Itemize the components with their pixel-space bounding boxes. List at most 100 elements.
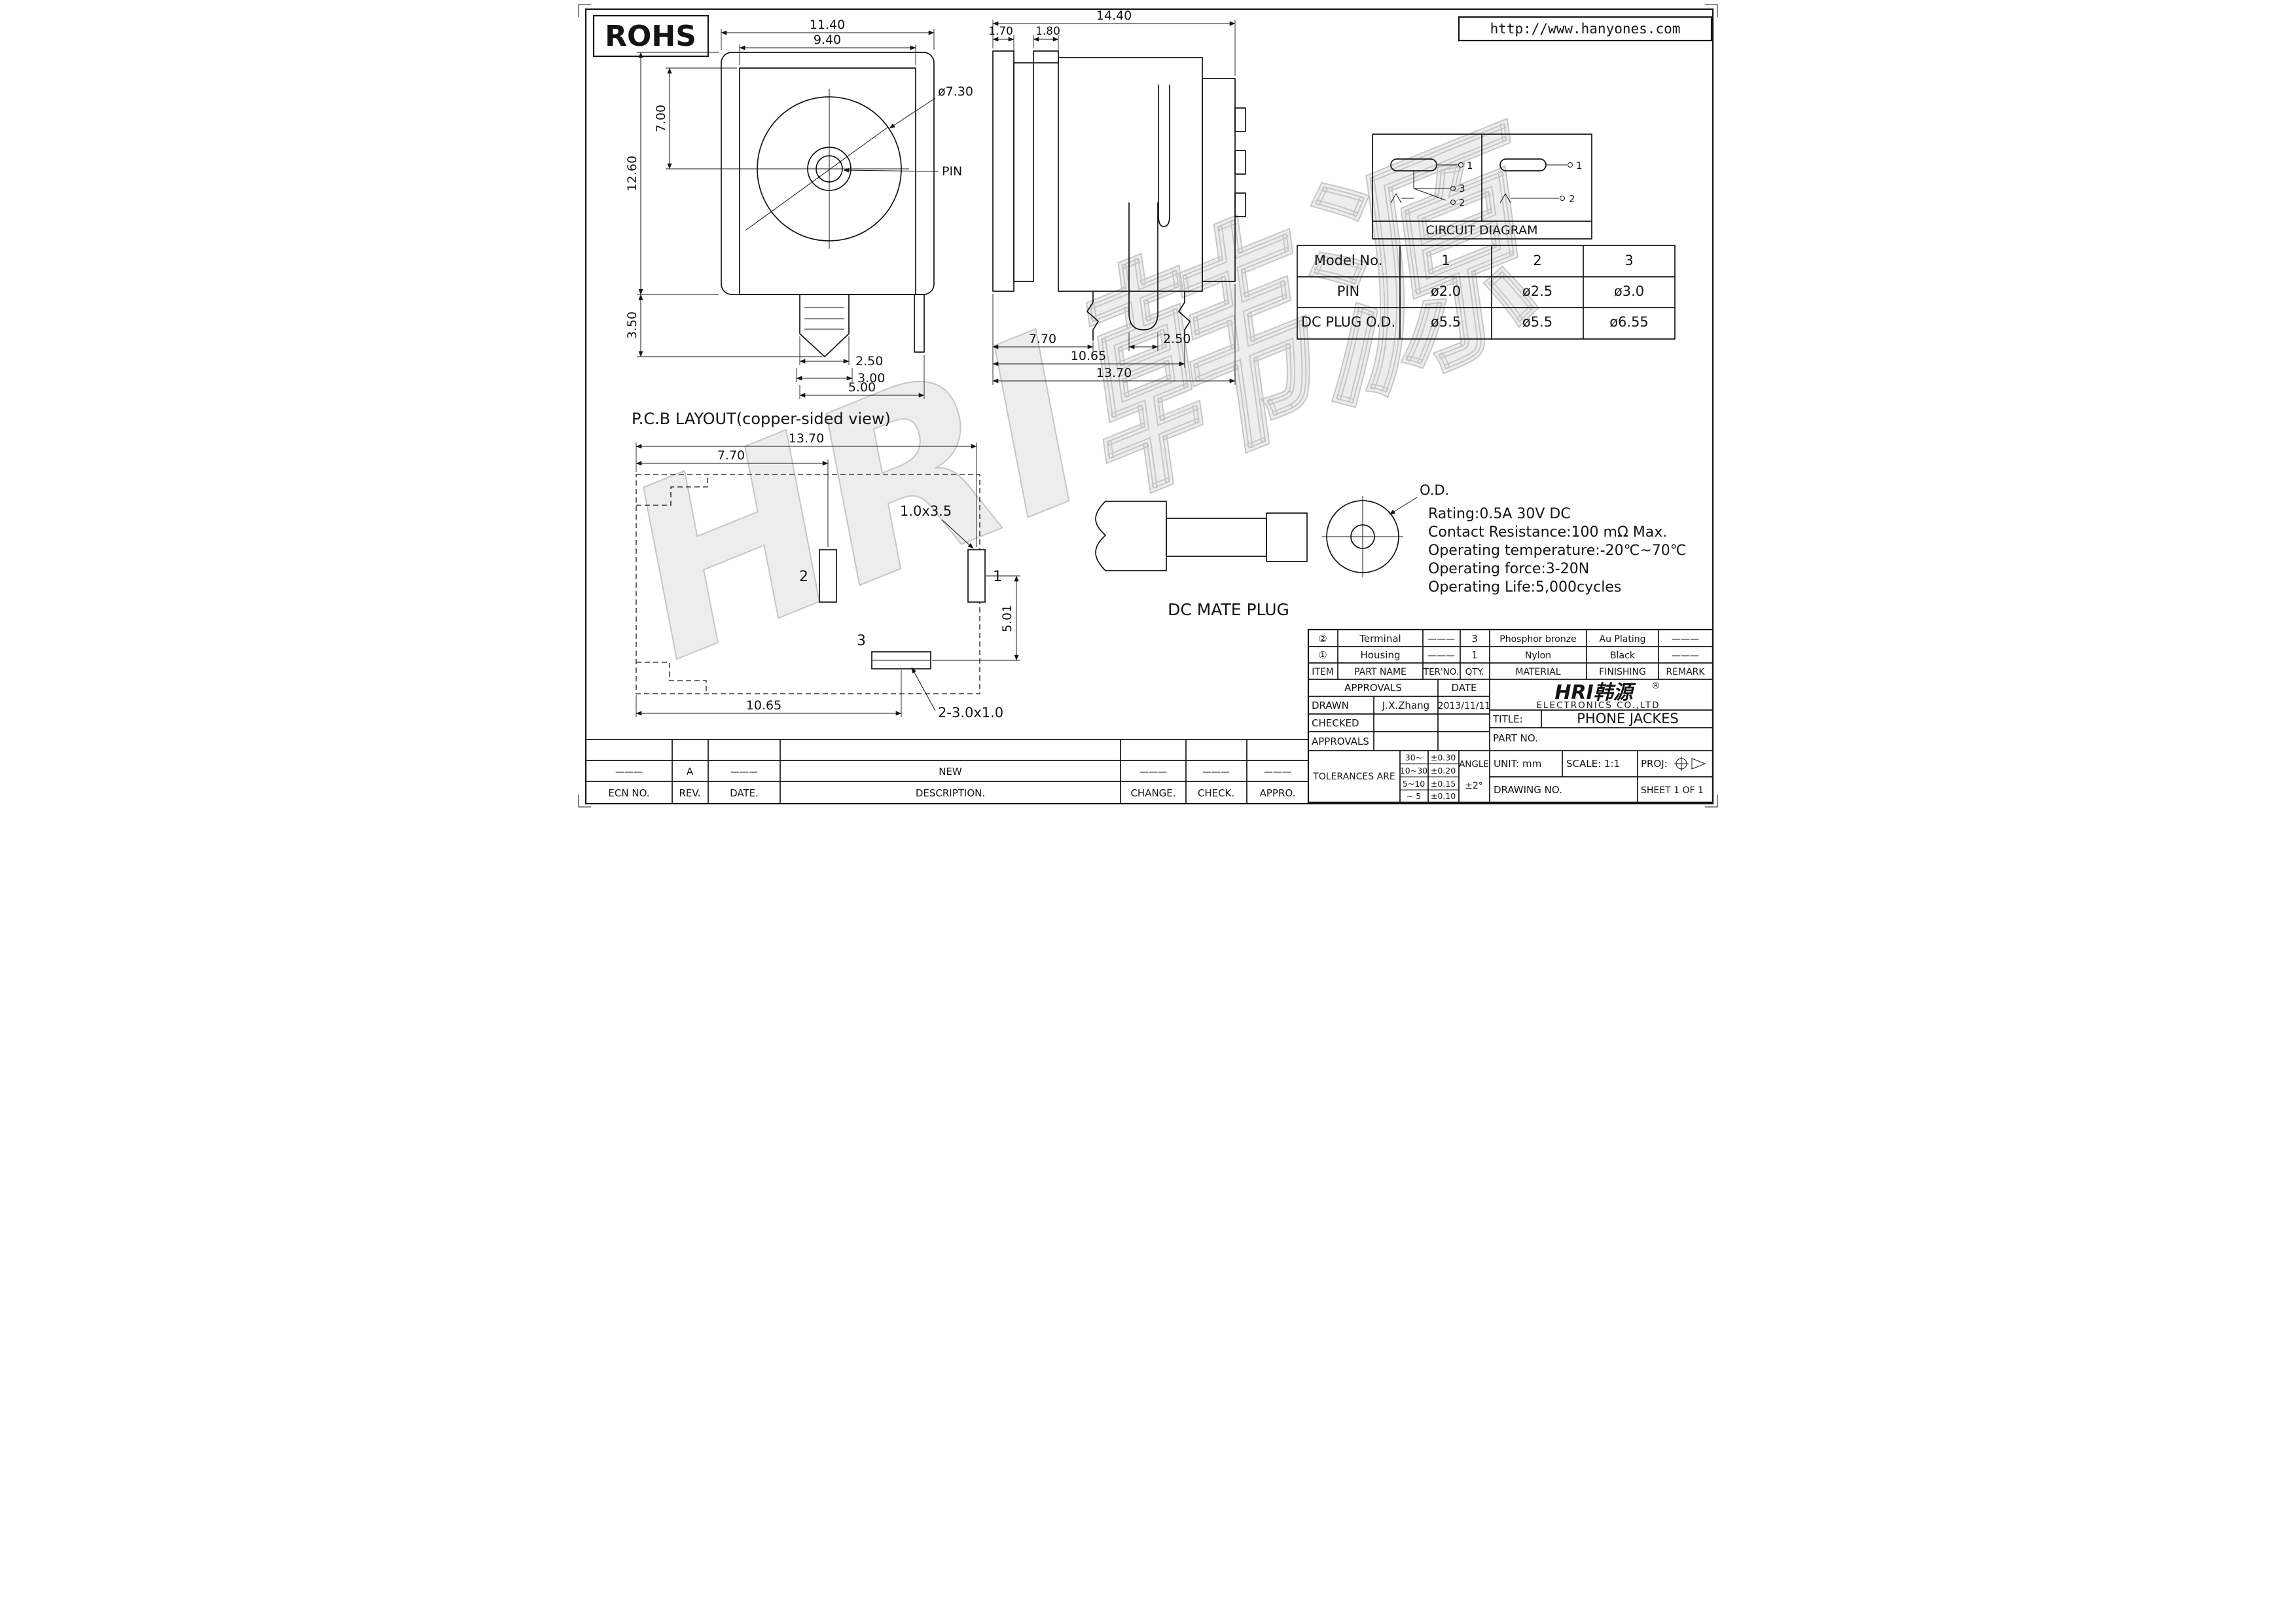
rev-date: ——— — [730, 767, 758, 777]
part-name: Terminal — [1359, 633, 1401, 645]
solder-leg-1 — [1086, 291, 1099, 341]
pin-callout: PIN — [942, 164, 962, 179]
pin-number: 2 — [1569, 193, 1575, 205]
part-item: ② — [1318, 633, 1327, 645]
rev-check: ——— — [1202, 767, 1230, 777]
spec-cell: ø2.5 — [1522, 283, 1552, 299]
spec-cell: 3 — [1624, 253, 1633, 268]
tol-value: ±0.15 — [1431, 779, 1456, 789]
rating-line: Operating temperature:-20℃~70℃ — [1428, 543, 1686, 559]
side-leg — [914, 294, 925, 353]
rating-line: Operating force:3-20N — [1428, 561, 1589, 577]
part-finishing: Black — [1610, 651, 1636, 661]
dim-pin-span: 5.00 — [848, 380, 876, 395]
dc-mate-plug: O.D. DC MATE PLUG — [1095, 482, 1449, 619]
part-terno: ——— — [1427, 634, 1455, 645]
drawn-date: 2013/11/11 — [1438, 701, 1491, 711]
spec-header-model: Model No. — [1314, 253, 1383, 268]
dim-leg2-pos: 10.65 — [1071, 349, 1106, 363]
circuit-diagram-title: CIRCUIT DIAGRAM — [1426, 223, 1538, 238]
part-remark: ——— — [1672, 634, 1699, 645]
part-item: ① — [1318, 649, 1327, 661]
rev-header-ecn: ECN NO. — [608, 787, 649, 799]
unit-label: UNIT: mm — [1494, 758, 1541, 770]
page-frame — [578, 4, 1718, 808]
circuit-diagram: CIRCUIT DIAGRAM 1 3 2 1 2 — [1372, 134, 1592, 240]
sheet-label: SHEET 1 OF 1 — [1641, 785, 1704, 796]
circuit-symbol-right: 1 2 — [1499, 158, 1583, 205]
spec-cell: ø5.5 — [1522, 314, 1552, 330]
dim-pcb-7-70: 7.70 — [717, 448, 745, 463]
spec-table: Model No. 1 2 3 PIN ø2.0 ø2.5 ø3.0 DC PL… — [1297, 245, 1676, 340]
dim-back-pos: 13.70 — [1096, 366, 1132, 380]
tol-range: 10~30 — [1400, 766, 1427, 776]
tol-value: ±0.10 — [1431, 791, 1456, 801]
pad-3-label: 3 — [857, 633, 866, 649]
pad-1-label: 1 — [993, 569, 1002, 585]
side-view: 14.40 1.70 1.80 7.70 2.50 10.65 13.70 — [988, 9, 1246, 385]
title-block: ② Terminal ——— 3 Phosphor bronze Au Plat… — [1307, 628, 1714, 804]
dim-width-outer: 11.40 — [810, 18, 845, 32]
dim-pad-pitch: 5.01 — [1000, 605, 1014, 632]
dim-body-length: 14.40 — [1096, 9, 1132, 23]
spring-contact — [1128, 202, 1158, 330]
dim-pin-base: 3.00 — [857, 371, 885, 385]
spec-header-pin: PIN — [1337, 283, 1360, 299]
spec-cell: ø2.0 — [1431, 283, 1461, 299]
company-logo: HRI韩源 — [1554, 681, 1636, 704]
scale-label: SCALE: 1:1 — [1566, 758, 1620, 770]
rating-line: Operating Life:5,000cycles — [1428, 579, 1621, 596]
rev-header-check: CHECK. — [1198, 787, 1234, 799]
rev-header-rev: REV. — [679, 787, 701, 799]
date-header: DATE — [1451, 682, 1477, 694]
col-header-partname: PART NAME — [1354, 667, 1407, 677]
circuit-symbol-left: 1 3 2 — [1390, 158, 1473, 209]
solder-leg-2 — [1178, 291, 1191, 341]
dim-pin-width: 2.50 — [855, 354, 883, 368]
rev-change: ——— — [1139, 767, 1167, 777]
rev-description: NEW — [939, 766, 962, 777]
drawing-title: PHONE JACKES — [1577, 711, 1679, 726]
pin-number: 1 — [1467, 160, 1473, 171]
title-label: TITLE: — [1492, 713, 1523, 725]
part-qty: 3 — [1471, 633, 1478, 645]
col-header-qty: QTY. — [1465, 667, 1484, 677]
rev-header-date: DATE. — [730, 787, 759, 799]
part-remark: ——— — [1672, 651, 1699, 661]
dim-pin-length: 3.50 — [625, 312, 639, 339]
tolerances-label: TOLERANCES ARE — [1312, 772, 1395, 782]
dim-flange: 1.70 — [988, 25, 1013, 38]
website-box: http://www.hanyones.com — [1458, 16, 1713, 42]
tol-range: 5~10 — [1403, 779, 1425, 789]
pad-1-size-note: 1.0x3.5 — [900, 503, 952, 519]
rohs-label: ROHS — [605, 20, 696, 53]
dim-spring-width: 2.50 — [1163, 332, 1191, 346]
knurl-grip — [1266, 512, 1308, 562]
rev-appro: ——— — [1264, 767, 1291, 777]
part-material: Nylon — [1525, 651, 1551, 661]
spec-cell: 2 — [1533, 253, 1541, 268]
tol-range: ~ 5 — [1407, 791, 1421, 801]
part-finishing: Au Plating — [1600, 634, 1646, 645]
col-header-remark: REMARK — [1666, 667, 1705, 677]
spec-cell: ø5.5 — [1431, 314, 1461, 330]
pin-number: 1 — [1576, 160, 1583, 171]
center-pin — [799, 294, 850, 357]
pin-number: 3 — [1459, 183, 1465, 194]
col-header-item: ITEM — [1312, 667, 1334, 677]
spec-cell: ø3.0 — [1614, 283, 1644, 299]
angle-label: ANGLE — [1459, 759, 1489, 770]
spec-cell: 1 — [1441, 253, 1450, 268]
rating-line: Contact Resistance:100 mΩ Max. — [1428, 524, 1667, 541]
dim-notch: 1.80 — [1035, 25, 1060, 38]
dim-height-body: 12.60 — [625, 156, 639, 191]
pad-2 — [819, 549, 837, 603]
rating-line: Rating:0.5A 30V DC — [1428, 506, 1571, 522]
approvals-label-2: APPROVALS — [1312, 736, 1369, 747]
projection-label: PROJ: — [1641, 758, 1668, 770]
angle-value: ±2° — [1465, 781, 1483, 791]
rev-letter: A — [687, 766, 694, 777]
internal-pin — [1158, 84, 1170, 227]
drawn-by: J.X.Zhang — [1382, 700, 1429, 711]
drawn-label: DRAWN — [1312, 700, 1349, 711]
